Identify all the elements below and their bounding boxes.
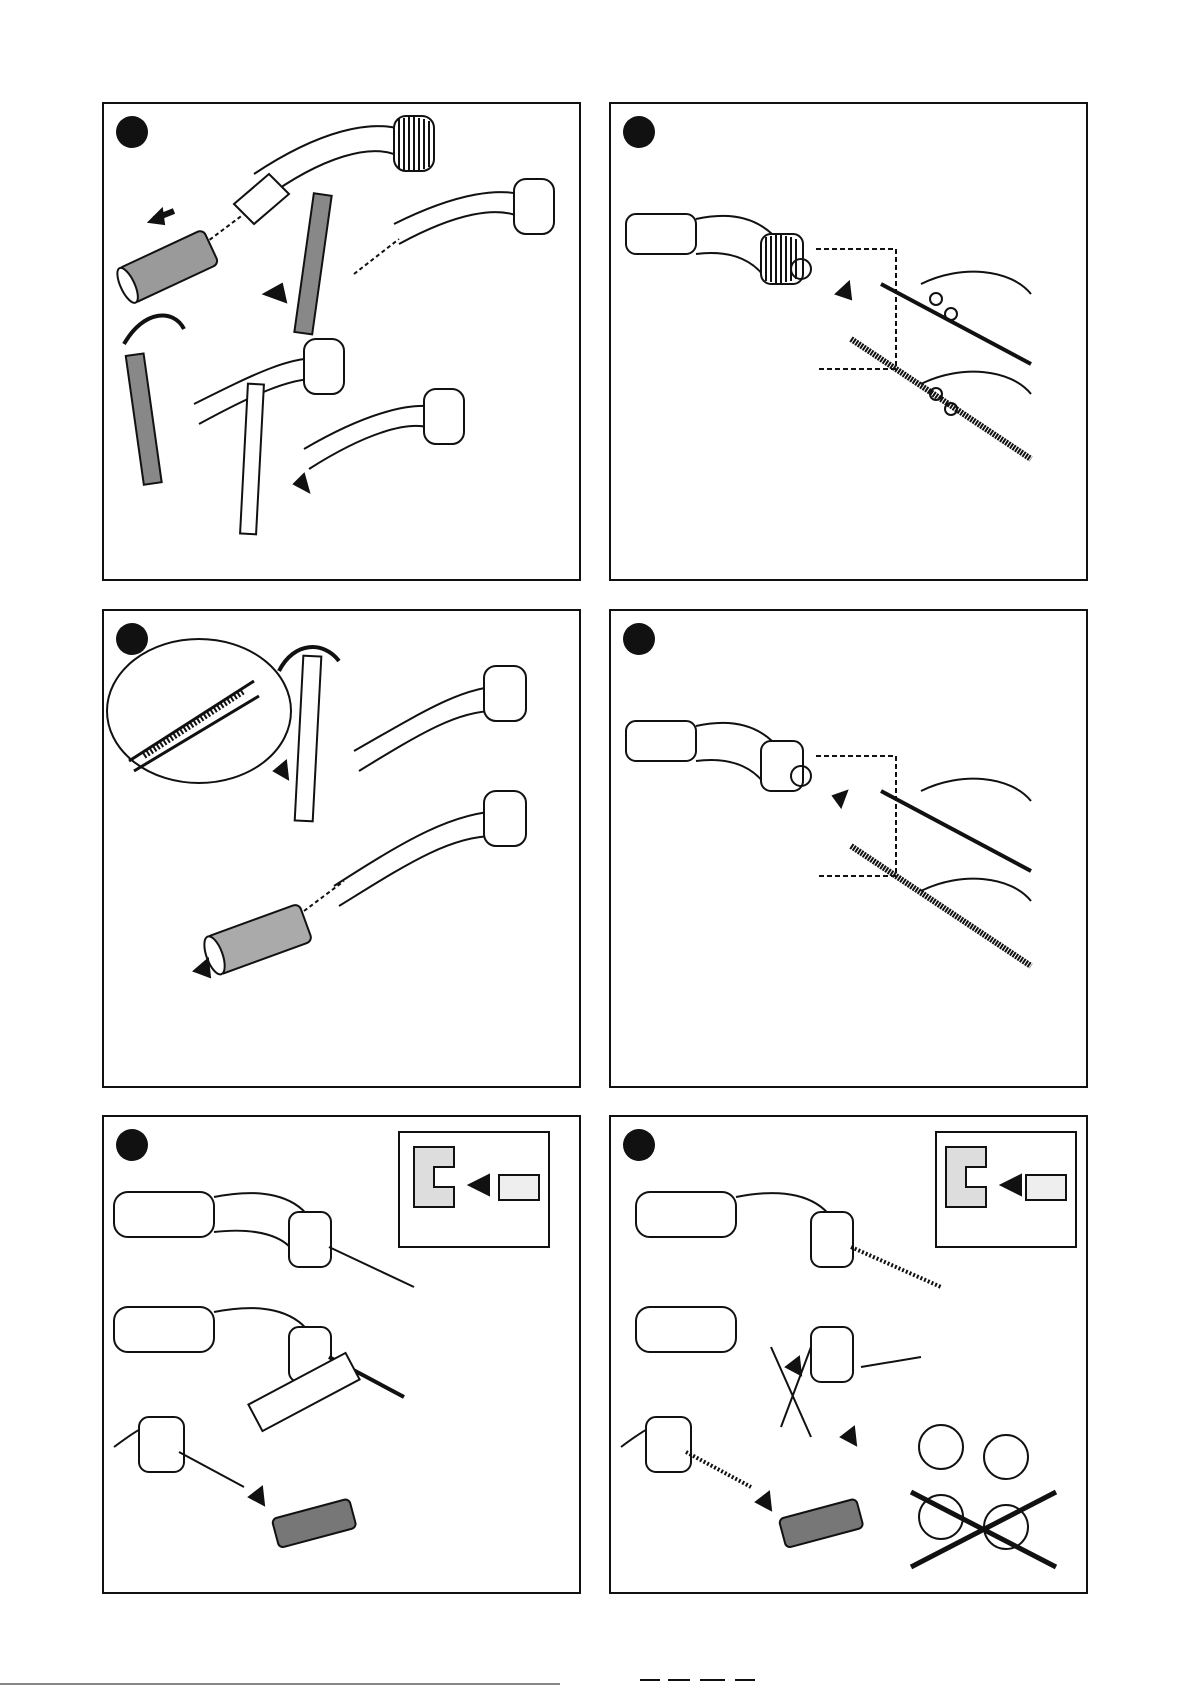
illustration-panel-6 (609, 1115, 1088, 1594)
liner-insertion-illustration (611, 611, 1086, 1086)
liner-removal-illustration (611, 104, 1086, 579)
nozzle-removal-illustration (104, 104, 579, 579)
liner-cutting-illustration (104, 1117, 579, 1592)
illustration-panel-1 (102, 102, 581, 581)
illustration-panel-5 (102, 1115, 581, 1594)
footer-artifact (0, 1676, 1191, 1685)
steel-liner-cutting-illustration (611, 1117, 1086, 1592)
contact-tip-installation-illustration (104, 611, 579, 1086)
illustration-panel-3 (102, 609, 581, 1088)
illustration-panel-2 (609, 102, 1088, 581)
illustration-panel-4 (609, 609, 1088, 1088)
